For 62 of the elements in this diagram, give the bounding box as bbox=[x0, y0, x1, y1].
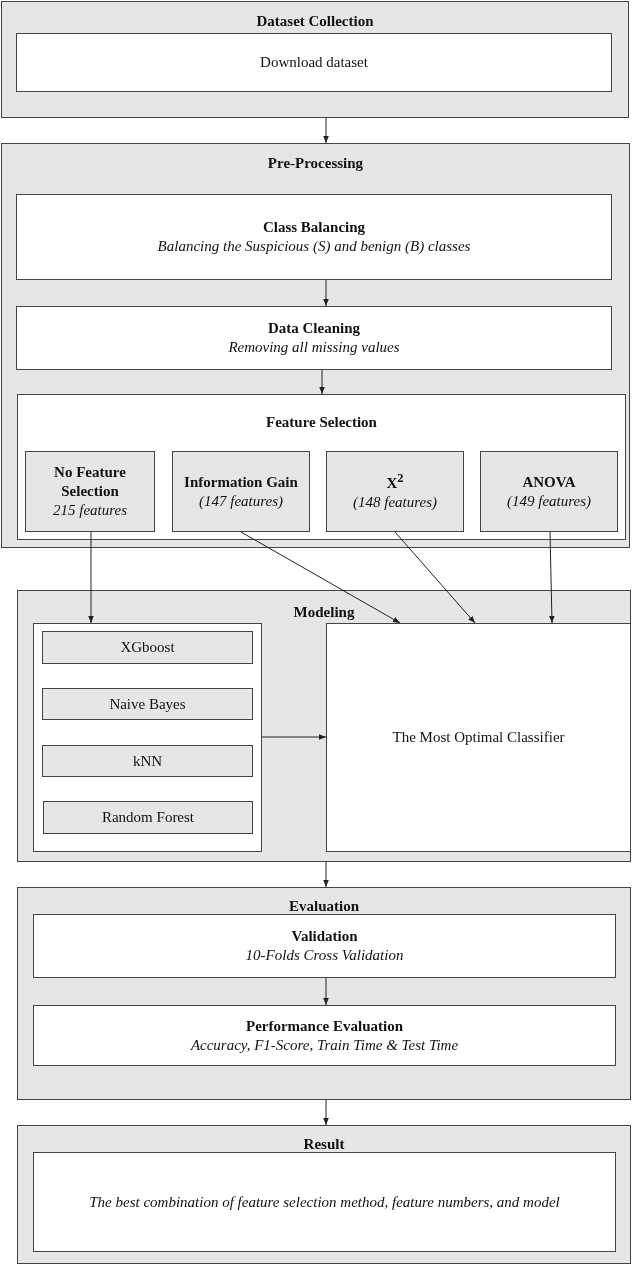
method-box bbox=[326, 451, 464, 532]
model-list-box bbox=[33, 623, 262, 852]
model-box bbox=[42, 631, 253, 664]
process-box bbox=[33, 914, 616, 978]
heading: Evaluation bbox=[288, 897, 360, 916]
label: Naive Bayes bbox=[109, 694, 186, 714]
process-box bbox=[33, 1005, 616, 1066]
method-box bbox=[480, 451, 618, 532]
band-panel bbox=[17, 1125, 631, 1264]
heading: Modeling bbox=[292, 603, 356, 622]
label: XGboost bbox=[120, 638, 175, 657]
arrow bbox=[549, 531, 555, 624]
process-box bbox=[16, 194, 612, 280]
arrow bbox=[88, 531, 94, 624]
heading: Pre-Processing bbox=[266, 154, 365, 173]
arrow bbox=[323, 861, 329, 888]
model-box bbox=[43, 801, 253, 834]
result-box bbox=[326, 623, 631, 852]
band-panel bbox=[17, 590, 631, 862]
description: Accuracy, F1-Score, Train Time & Test Time bbox=[190, 1035, 459, 1055]
heading: ANOVA bbox=[522, 472, 576, 492]
heading: Feature Selection bbox=[265, 413, 378, 432]
arrow bbox=[323, 977, 329, 1006]
group-box bbox=[17, 394, 626, 540]
heading: Result bbox=[302, 1135, 346, 1154]
arrow bbox=[240, 531, 401, 624]
arrow bbox=[323, 279, 329, 307]
band-panel bbox=[17, 887, 631, 1100]
arrow bbox=[394, 531, 476, 624]
description: The best combination of feature selection method, feature numbers, and model bbox=[89, 1192, 560, 1212]
heading: Dataset Collection bbox=[255, 12, 375, 31]
description: 10-Folds Cross Validation bbox=[245, 946, 404, 965]
description: Removing all missing values bbox=[228, 338, 400, 357]
heading: No Feature Selection bbox=[53, 463, 127, 501]
band-panel bbox=[1, 1, 629, 118]
arrow bbox=[323, 117, 329, 144]
heading: X$^{2}$ bbox=[386, 471, 404, 493]
label: Random Forest bbox=[101, 808, 195, 827]
arrow bbox=[319, 369, 325, 395]
label: The Most Optimal Classifier bbox=[392, 728, 565, 747]
description: (147 features) bbox=[199, 491, 283, 511]
label: Download dataset bbox=[260, 53, 368, 72]
description: (149 features) bbox=[507, 491, 591, 511]
model-box bbox=[42, 745, 253, 777]
description: (148 features) bbox=[353, 493, 437, 512]
arrow bbox=[323, 1099, 329, 1126]
description: Balancing the Suspicious (S) and benign (B) classes bbox=[157, 237, 471, 256]
heading: Validation bbox=[291, 927, 358, 946]
text-box bbox=[16, 33, 612, 92]
method-box bbox=[172, 451, 310, 532]
text-box bbox=[33, 1152, 616, 1252]
heading: Data Cleaning bbox=[267, 319, 361, 338]
heading: Performance Evaluation bbox=[245, 1016, 404, 1036]
heading: Class Balancing bbox=[262, 218, 366, 237]
arrow bbox=[261, 734, 327, 740]
process-box bbox=[16, 306, 612, 370]
band-panel bbox=[1, 143, 630, 548]
model-box bbox=[42, 688, 253, 720]
label: kNN bbox=[132, 751, 163, 771]
method-box bbox=[25, 451, 155, 532]
description: 215 features bbox=[53, 500, 127, 520]
heading: Information Gain bbox=[184, 472, 298, 492]
